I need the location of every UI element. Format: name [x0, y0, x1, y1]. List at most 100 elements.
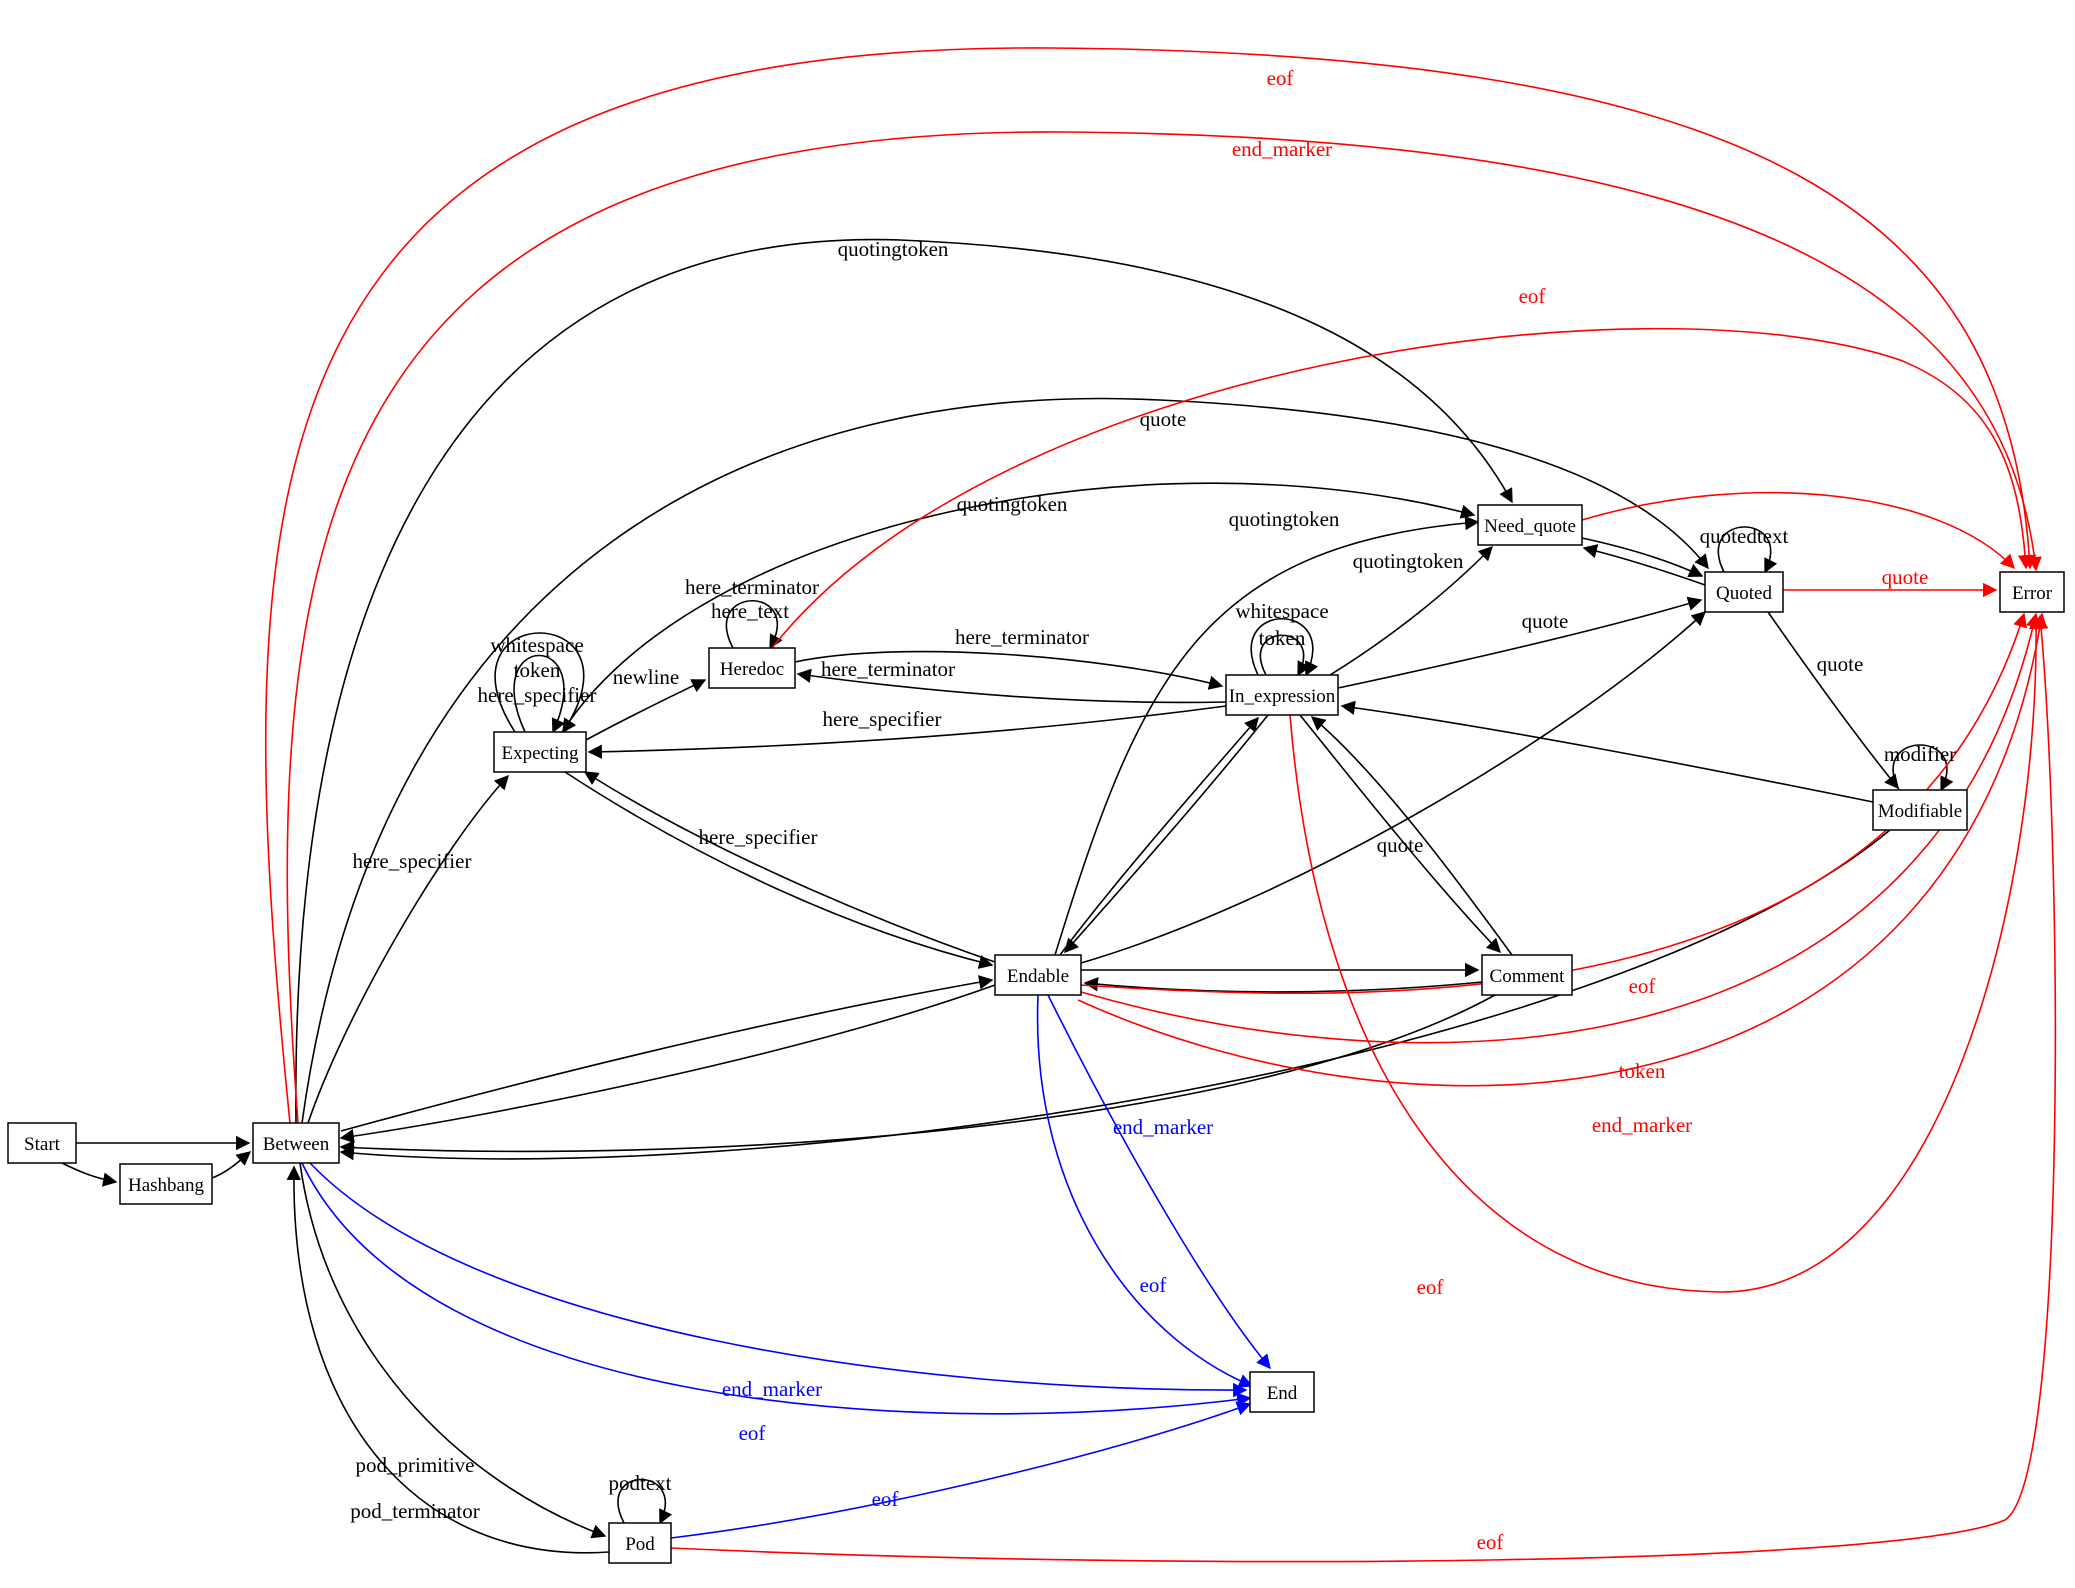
edge-expecting-endable: [564, 771, 994, 969]
edge-heredoc-error-eof: [771, 327, 2033, 649]
label-expecting-token: token: [514, 658, 561, 682]
node-in-expression: In_expression: [1225, 674, 1339, 716]
node-comment: Comment: [1481, 954, 1573, 996]
node-quoted: Quoted: [1704, 571, 1784, 613]
edge-in-expression-self-loop-1: [1250, 618, 1319, 677]
edge-endable-between: [339, 984, 996, 1144]
node-heredoc: Heredoc: [708, 647, 796, 689]
edge-labels: eof end_marker quotingtoken eof quote qu…: [350, 66, 1956, 1554]
edge-between-error-eof: [264, 47, 2037, 1124]
edge-in-expression-need-quote: [1329, 545, 1494, 676]
label-pod-end-eof: eof: [872, 1487, 899, 1511]
edge-comment-in-expression: [1310, 716, 1513, 956]
label-heredoc-here-terminator: here_terminator: [685, 575, 819, 599]
label-quoted-quotedtext: quotedtext: [1700, 524, 1789, 548]
edge-endable-end-end-marker: [1047, 994, 1271, 1370]
edge-between-end-eof: [301, 1162, 1252, 1415]
node-between-label: Between: [263, 1134, 330, 1155]
label-endable-quoted: quote: [1377, 833, 1424, 857]
node-start-box: [7, 1122, 77, 1164]
label-endable-error-token: token: [1619, 1059, 1666, 1083]
nodes: Start Hashbang Between Expecting Heredoc…: [7, 504, 2065, 1564]
node-between-box: [252, 1122, 340, 1164]
label-between-expecting: here_specifier: [353, 849, 472, 873]
edge-quoted-modifiable: [1767, 611, 1899, 790]
edge-in-expression-self-loop-2: [1259, 634, 1311, 677]
node-start-label: Start: [24, 1134, 61, 1155]
label-endable-expecting: here_specifier: [699, 825, 818, 849]
label-in-expression-expecting: here_specifier: [823, 707, 942, 731]
node-error-label: Error: [2012, 583, 2053, 604]
node-between: Between: [252, 1122, 340, 1164]
node-end-box: [1249, 1371, 1315, 1413]
edge-endable-error-end-marker: [1077, 612, 2048, 1087]
edge-quoted-need-quote: [1582, 544, 1706, 586]
label-heredoc-in-expression: here_terminator: [955, 625, 1089, 649]
label-quoted-modifiable: quote: [1817, 652, 1864, 676]
edge-in-expression-quoted: [1337, 596, 1703, 689]
node-modifiable: Modifiable: [1872, 789, 1968, 831]
edge-between-error-end-marker: [286, 131, 2042, 1124]
label-in-expression-whitespace: whitespace: [1235, 599, 1328, 623]
label-in-expression-need-quote: quotingtoken: [1353, 549, 1464, 573]
node-pod: Pod: [608, 1522, 672, 1564]
label-expecting-heredoc-newline: newline: [613, 665, 679, 689]
label-expecting-need-quote: quotingtoken: [957, 492, 1068, 516]
node-comment-label: Comment: [1490, 966, 1566, 987]
label-modifiable-modifier: modifier: [1884, 742, 1956, 766]
edge-expecting-heredoc: [585, 679, 707, 741]
label-expecting-whitespace: whitespace: [490, 633, 583, 657]
edge-in-expression-comment: [1299, 714, 1502, 954]
edge-heredoc-in-expression: [794, 650, 1224, 690]
label-between-end-eof: eof: [739, 1421, 766, 1445]
edge-need-quote-error: [1581, 491, 2015, 570]
label-endable-need-quote: quotingtoken: [1229, 507, 1340, 531]
edge-hashbang-between: [211, 1151, 252, 1179]
edge-in-expression-endable: [1064, 714, 1269, 954]
edge-in-expression-heredoc: [796, 668, 1227, 704]
node-pod-label: Pod: [625, 1534, 655, 1555]
node-endable-label: Endable: [1007, 966, 1069, 987]
label-between-error-end-marker: end_marker: [1232, 137, 1332, 161]
label-between-pod: pod_primitive: [356, 1453, 475, 1477]
edge-between-end-end-marker: [309, 1162, 1248, 1398]
node-heredoc-box: [708, 647, 796, 689]
node-hashbang-box: [119, 1163, 213, 1205]
node-quoted-label: Quoted: [1716, 583, 1772, 604]
node-heredoc-label: Heredoc: [720, 659, 784, 680]
label-in-expression-error-eof: eof: [1417, 1275, 1444, 1299]
edge-modifiable-in-expression: [1340, 700, 1874, 803]
edge-heredoc-self-loop: [725, 599, 783, 650]
node-in-expression-label: In_expression: [1229, 686, 1336, 707]
node-comment-box: [1481, 954, 1573, 996]
edge-between-need-quote: [295, 238, 1513, 1124]
edge-modifiable-self-loop: [1892, 744, 1954, 792]
red-edges: [264, 47, 2057, 1563]
edge-pod-between: [286, 1165, 610, 1554]
edge-endable-need-quote: [1054, 515, 1480, 956]
label-between-quoted: quote: [1140, 407, 1187, 431]
node-start: Start: [7, 1122, 77, 1164]
label-in-expression-heredoc: here_terminator: [821, 657, 955, 681]
edge-quoted-self-loop: [1717, 526, 1778, 574]
edge-expecting-need-quote: [561, 482, 1476, 733]
node-modifiable-label: Modifiable: [1878, 801, 1962, 822]
node-error-box: [1999, 571, 2065, 613]
node-endable-box: [994, 954, 1082, 996]
node-in-expression-box: [1225, 674, 1339, 716]
label-endable-error-end-marker: end_marker: [1592, 1113, 1692, 1137]
node-hashbang: Hashbang: [119, 1163, 213, 1205]
edge-expecting-self-loop-1: [494, 632, 585, 734]
edge-between-expecting: [307, 774, 509, 1124]
label-quoted-error-quote: quote: [1882, 565, 1929, 589]
edge-expecting-self-loop-2: [513, 654, 565, 734]
label-endable-end-end-marker: end_marker: [1113, 1115, 1213, 1139]
label-between-need-quote: quotingtoken: [838, 237, 949, 261]
node-pod-box: [608, 1522, 672, 1564]
node-hashbang-label: Hashbang: [128, 1175, 204, 1196]
edge-need-quote-quoted: [1581, 537, 1704, 577]
node-quoted-box: [1704, 571, 1784, 613]
black-edges: [61, 238, 1954, 1554]
node-end-label: End: [1267, 1383, 1298, 1404]
